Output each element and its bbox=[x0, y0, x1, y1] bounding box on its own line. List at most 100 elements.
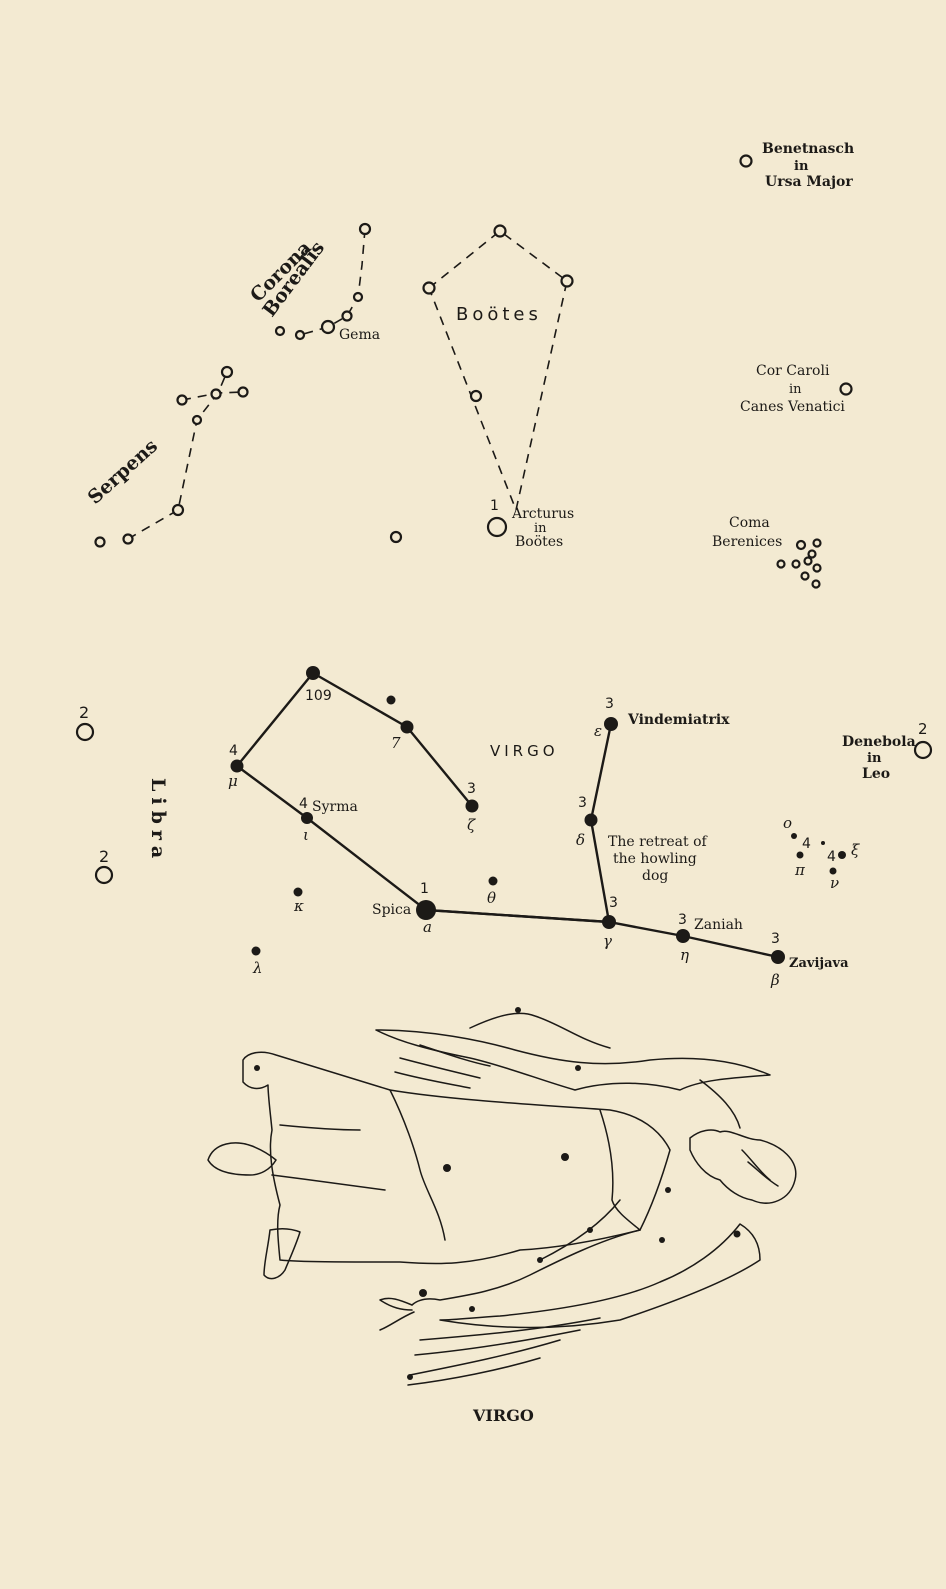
star-denebola bbox=[913, 740, 933, 760]
label-gema: Gema bbox=[339, 327, 380, 343]
figure-star-12 bbox=[469, 1306, 475, 1312]
greek-iota: ι bbox=[303, 826, 309, 844]
label-denebola-3: Leo bbox=[862, 766, 890, 782]
star-nu bbox=[829, 867, 837, 875]
figure-star-13 bbox=[407, 1374, 413, 1380]
label-serpens: Serpens bbox=[84, 435, 162, 509]
star-eta bbox=[676, 929, 690, 943]
star-coma-1 bbox=[795, 539, 807, 551]
mag-spica: 1 bbox=[420, 881, 429, 897]
caption: VIRGO bbox=[472, 1406, 534, 1425]
star-gamma bbox=[602, 915, 616, 929]
mag-denebola: 2 bbox=[918, 720, 928, 738]
label-virgo: VIRGO bbox=[490, 742, 559, 760]
corona-borealis-constellation: Corona Borealis Gema bbox=[246, 222, 380, 343]
greek-lambda: λ bbox=[252, 959, 263, 977]
star-corona-2 bbox=[352, 291, 364, 303]
star-pi-companion bbox=[821, 841, 825, 845]
label-arcturus-1: Arcturus bbox=[511, 506, 574, 522]
greek-omicron: o bbox=[783, 814, 792, 832]
figure-star-7 bbox=[733, 1230, 741, 1238]
greek-gamma: γ bbox=[603, 932, 612, 950]
label-libra: Libra bbox=[147, 778, 169, 864]
star-corona-3 bbox=[341, 310, 353, 322]
right-foot bbox=[263, 1227, 301, 1280]
star-serpens-2 bbox=[237, 386, 249, 398]
star-serpens-5 bbox=[191, 414, 203, 426]
label-vindemiatrix: Vindemiatrix bbox=[627, 712, 730, 728]
star-109 bbox=[306, 666, 320, 680]
star-corona-5 bbox=[294, 329, 306, 341]
virgo-figure-illustration bbox=[207, 1007, 797, 1386]
star-bootes-left bbox=[422, 281, 436, 295]
label-zavijava: Zavijava bbox=[789, 956, 849, 971]
greek-theta: θ bbox=[487, 889, 496, 907]
arm bbox=[411, 1229, 641, 1306]
label-coma-1: Coma bbox=[729, 515, 770, 531]
mag-epsilon: 3 bbox=[605, 696, 614, 712]
mag-pi: 4 bbox=[802, 836, 811, 852]
greek-zeta: ζ bbox=[467, 816, 476, 834]
label-syrma: Syrma bbox=[312, 799, 358, 815]
star-coma-6 bbox=[803, 556, 813, 566]
mag-zeta: 3 bbox=[467, 781, 476, 797]
greek-alpha: a bbox=[423, 918, 432, 936]
label-cor-caroli-3: Canes Venatici bbox=[740, 399, 845, 415]
star-serpens-8 bbox=[94, 536, 106, 548]
figure-star-3 bbox=[254, 1065, 260, 1071]
label-zaniah: Zaniah bbox=[694, 917, 743, 933]
label-cor-caroli-2: in bbox=[789, 382, 802, 397]
star-coma-7 bbox=[812, 563, 822, 573]
figure-star-1 bbox=[515, 1007, 521, 1013]
star-zeta bbox=[465, 799, 479, 813]
star-serpens-4 bbox=[176, 394, 188, 406]
star-coma-4 bbox=[776, 559, 786, 569]
serpens-constellation: Serpens bbox=[84, 365, 249, 548]
star-beta bbox=[771, 950, 785, 964]
label-cor-caroli-1: Cor Caroli bbox=[756, 363, 830, 379]
label-retreat-1: The retreat of bbox=[608, 834, 709, 850]
greek-seven: 7 bbox=[391, 734, 401, 752]
label-retreat-2: the howling bbox=[613, 851, 697, 867]
star-xi bbox=[838, 851, 846, 859]
mag-beta: 3 bbox=[771, 931, 780, 947]
star-bootes-top bbox=[493, 224, 507, 238]
greek-pi: π bbox=[794, 861, 806, 879]
star-lambda bbox=[251, 946, 261, 956]
star-coma-2 bbox=[812, 538, 822, 548]
cor-caroli-group: Cor Caroli in Canes Venatici bbox=[740, 363, 853, 415]
mag-arcturus: 1 bbox=[490, 498, 499, 514]
libra-group: 2 Libra 2 bbox=[75, 703, 169, 885]
label-spica: Spica bbox=[372, 902, 411, 918]
mag-libra-lower: 2 bbox=[99, 847, 109, 866]
greek-kappa: κ bbox=[293, 897, 304, 915]
star-corona-6 bbox=[274, 325, 286, 337]
star-epsilon bbox=[604, 717, 618, 731]
coma-berenices-group: Coma Berenices bbox=[712, 515, 822, 589]
label-benetnasch-1: Benetnasch bbox=[762, 141, 854, 157]
bootes-constellation: Boötes 1 Arcturus in Boötes bbox=[422, 224, 574, 550]
label-denebola-1: Denebola bbox=[842, 734, 916, 750]
greek-beta: β bbox=[770, 971, 780, 989]
star-spica bbox=[416, 900, 436, 920]
right-star-cluster: o 4 π 4 ξ ν bbox=[783, 814, 860, 892]
star-benetnasch bbox=[739, 154, 753, 168]
mag-109: 109 bbox=[305, 688, 332, 704]
benetnasch-group: Benetnasch in Ursa Major bbox=[739, 141, 854, 190]
mag-mu: 4 bbox=[229, 743, 238, 759]
figure-star-5 bbox=[561, 1153, 569, 1161]
figure-star-4 bbox=[443, 1164, 451, 1172]
star-libra-lower bbox=[94, 865, 114, 885]
star-coma-9 bbox=[811, 579, 821, 589]
left-foot bbox=[207, 1142, 277, 1176]
star-libra-upper bbox=[75, 722, 95, 742]
label-benetnasch-3: Ursa Major bbox=[765, 174, 853, 190]
denebola-group: 2 Denebola in Leo bbox=[842, 720, 933, 782]
label-bootes: Boötes bbox=[456, 304, 542, 325]
label-benetnasch-2: in bbox=[794, 159, 809, 174]
star-unlabeled bbox=[386, 695, 396, 705]
star-serpens-3 bbox=[210, 388, 222, 400]
greek-nu: ν bbox=[830, 874, 839, 892]
label-retreat-3: dog bbox=[642, 868, 668, 884]
